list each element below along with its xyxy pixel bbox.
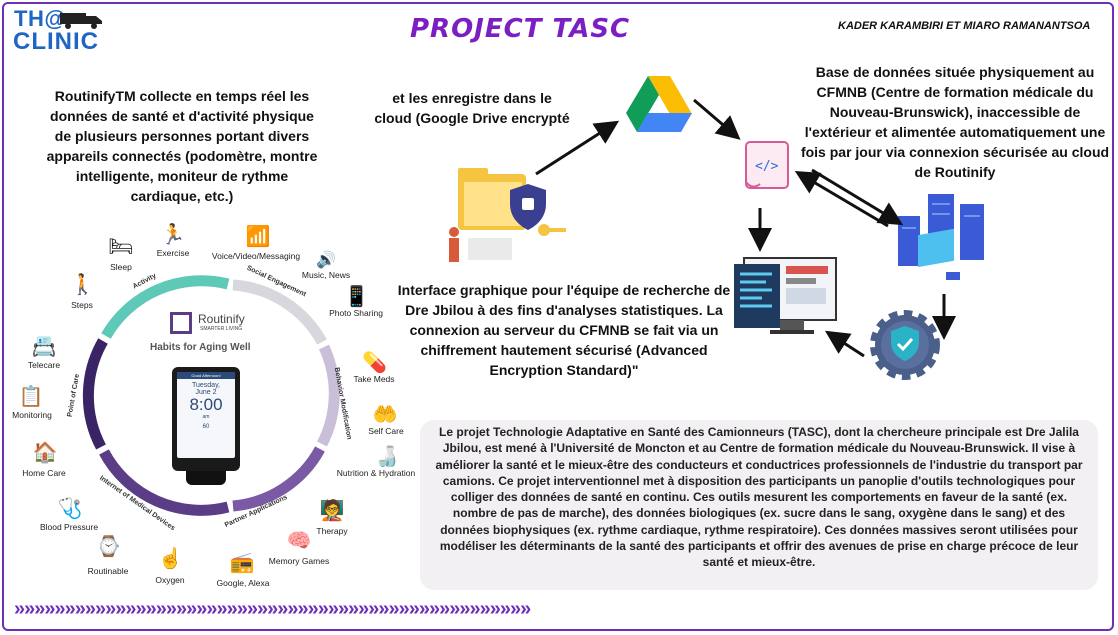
item-telecare: Telecare [27, 360, 61, 370]
item-memory: Memory Games [268, 556, 330, 566]
database-description: Base de données située physiquement au C… [800, 64, 1110, 180]
sleep-icon: 🛏 [108, 236, 134, 258]
item-music: Music, News [301, 270, 351, 280]
tablet-device: Good Afternoon! Tuesday, June 2 8:00 am … [172, 367, 240, 471]
oxygen-icon: ☝ [158, 548, 183, 570]
wheel-ring [82, 275, 340, 516]
bp-icon: 🩺 [57, 498, 83, 520]
monitoring-icon: 📋 [18, 386, 44, 408]
shield-gear-icon [866, 306, 944, 389]
routinify-wheel [0, 210, 420, 600]
homecare-icon: 🏠 [32, 442, 58, 464]
nutrition-icon: 🍶 [374, 446, 400, 468]
authors: KADER KARAMBIRI ET MIARO RAMANANTSOA [838, 20, 1091, 32]
item-photo: Photo Sharing [329, 308, 383, 318]
wheel-center-title: Habits for Aging Well [150, 342, 251, 353]
music-icon: 🔊 [316, 252, 336, 269]
item-therapy: Therapy [316, 526, 348, 536]
device-date: June 2 [195, 389, 217, 396]
item-meds: Take Meds [353, 374, 395, 384]
google-drive-icon [626, 74, 692, 137]
item-homecare: Home Care [22, 468, 66, 478]
svg-text:</>: </> [755, 159, 779, 174]
item-steps: Steps [71, 300, 93, 310]
selfcare-icon: 🤲 [372, 404, 398, 426]
therapy-icon: 🧑‍🏫 [319, 500, 345, 522]
cloud-description: et les enregistre dans le cloud (Google … [374, 90, 570, 126]
exercise-icon: 🏃 [160, 224, 186, 246]
interface-description: Interface graphique pour l'équipe de rec… [397, 282, 731, 378]
item-selfcare: Self Care [368, 426, 404, 436]
item-voice: Voice/Video/Messaging [211, 251, 301, 261]
item-alexa: Google, Alexa [216, 578, 270, 588]
memory-icon: 🧠 [286, 530, 312, 552]
logo-th: TH@ [14, 6, 67, 31]
item-sleep: Sleep [110, 262, 132, 272]
voice-icon: 📶 [245, 226, 271, 248]
photo-icon: 📱 [344, 286, 369, 308]
routinify-brand: Routinify [198, 312, 245, 326]
routinify-logo-icon [170, 312, 192, 334]
routinify-description: RoutinifyTM collecte en temps réel les d… [46, 88, 318, 204]
device-day: Tuesday, [191, 382, 220, 389]
device-header: Good Afternoon! [177, 372, 235, 379]
meds-icon: 💊 [362, 352, 387, 374]
item-oxygen: Oxygen [155, 575, 185, 585]
item-nutrition: Nutrition & Hydration [336, 468, 416, 478]
telecare-icon: 📇 [31, 336, 57, 358]
routinify-brand-sub: SMARTER LIVING [200, 326, 243, 332]
security-illustration [440, 160, 570, 270]
project-description-box: Le projet Technologie Adaptative en Sant… [420, 420, 1098, 590]
project-description: Le projet Technologie Adaptative en Sant… [435, 425, 1083, 570]
device-temp: 60 [202, 424, 210, 430]
device-stand [186, 471, 226, 485]
item-monitoring: Monitoring [12, 410, 52, 420]
steps-icon: 🚶 [70, 274, 95, 296]
item-routinable: Routinable [87, 566, 129, 576]
server-icon [890, 190, 1000, 295]
code-document-icon: </> [742, 138, 796, 199]
analytics-screen-icon [732, 256, 842, 343]
routinable-icon: ⌚ [96, 536, 121, 558]
logo-clinic: CLINIC [13, 28, 99, 55]
decorative-arrow-row: »»»»»»»»»»»»»»»»»»»»»»»»»»»»»»»»»»»»»»»»… [14, 598, 531, 620]
item-exercise: Exercise [156, 248, 190, 258]
alexa-icon: 📻 [229, 552, 255, 574]
item-bp: Blood Pressure [39, 522, 99, 532]
device-time: 8:00 [189, 395, 223, 414]
device-ampm: am [202, 414, 210, 420]
page-title: PROJECT TASC [410, 14, 631, 44]
